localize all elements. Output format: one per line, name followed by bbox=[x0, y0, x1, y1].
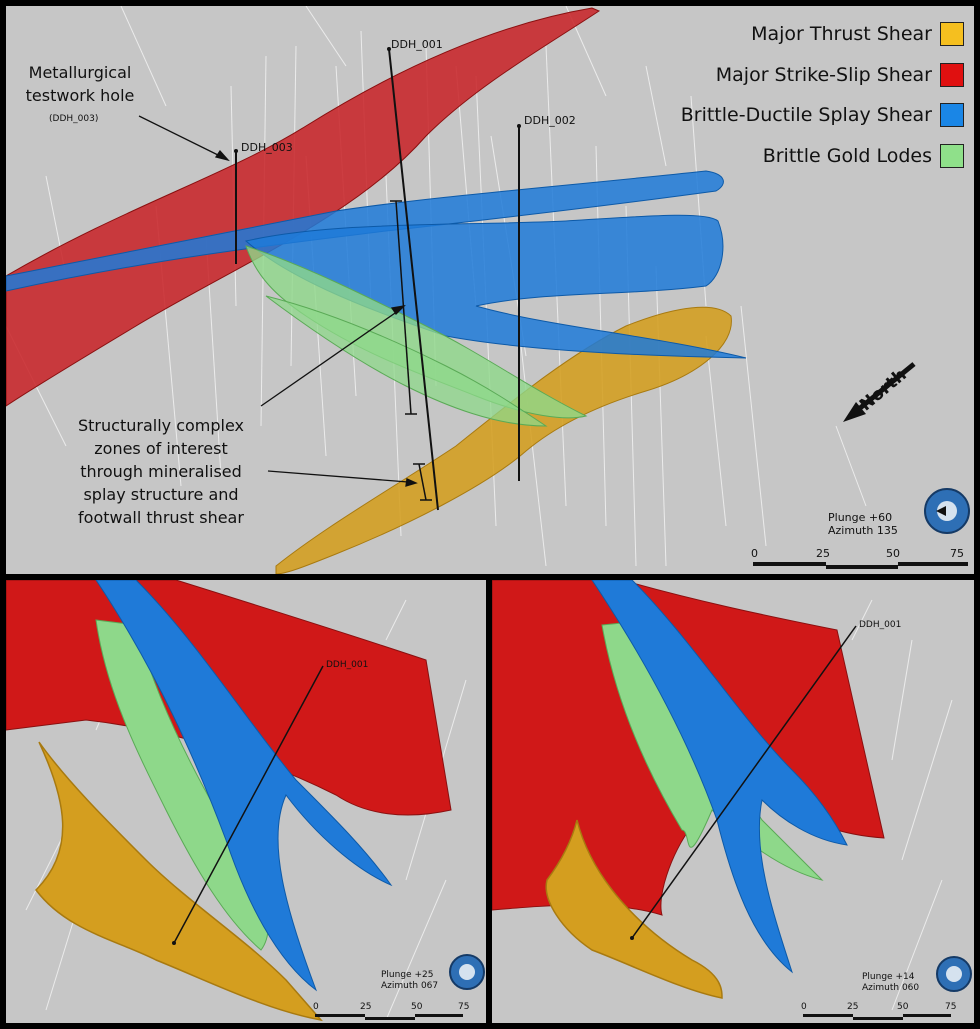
legend-item-major-strike-slip-shear: Major Strike-Slip Shear bbox=[681, 55, 964, 96]
scale-bar bbox=[803, 1014, 951, 1020]
scale-tick-50: 50 bbox=[411, 1002, 423, 1012]
scale-tick-25: 25 bbox=[360, 1002, 372, 1012]
major-thrust-shear-orange bbox=[275, 306, 732, 574]
hole-label-ddh-003: DDH_003 bbox=[241, 141, 293, 154]
bottom-left-3d-view-panel: DDH_001 Plunge +25 Azimuth 067 0 25 50 7… bbox=[6, 580, 486, 1023]
view-orientation-info: Plunge +25 Azimuth 067 bbox=[381, 970, 438, 992]
drillhole-ddh-001-trace bbox=[172, 665, 324, 945]
annotation-leader-lines bbox=[138, 115, 418, 487]
azimuth-readout: Azimuth 135 bbox=[828, 524, 898, 537]
annotation-metallurgical-sub: (DDH_003) bbox=[49, 114, 99, 124]
major-thrust-shear-orange bbox=[545, 819, 723, 999]
legend-swatch bbox=[940, 22, 964, 47]
azimuth-readout: Azimuth 060 bbox=[862, 983, 920, 993]
plunge-readout: Plunge +25 bbox=[381, 970, 434, 980]
scale-bar bbox=[315, 1014, 463, 1020]
scale-bar bbox=[753, 562, 968, 569]
view-orientation-info: Plunge +60 Azimuth 135 bbox=[828, 511, 898, 537]
legend-label: Major Strike-Slip Shear bbox=[715, 63, 932, 86]
main-3d-view-panel: Major Thrust Shear Major Strike-Slip She… bbox=[6, 6, 974, 574]
legend-label: Brittle Gold Lodes bbox=[762, 144, 932, 167]
legend-swatch bbox=[940, 103, 964, 128]
main-3d-scene bbox=[6, 6, 970, 574]
annotation-line: splay structure and bbox=[83, 485, 239, 504]
brittle-ductile-splay-shear-lower bbox=[244, 214, 747, 359]
annotation-line: through mineralised bbox=[80, 462, 242, 481]
scale-tick-50: 50 bbox=[897, 1002, 909, 1012]
brittle-gold-lodes-green-2 bbox=[265, 295, 548, 427]
hole-label-ddh-001: DDH_001 bbox=[326, 660, 369, 670]
legend-label: Major Thrust Shear bbox=[751, 23, 932, 46]
view-orientation-globe bbox=[449, 954, 485, 990]
scale-tick-0: 0 bbox=[313, 1002, 319, 1012]
scale-tick-50: 50 bbox=[886, 547, 900, 560]
brittle-ductile-splay-shear-blue bbox=[95, 580, 393, 992]
scale-tick-75: 75 bbox=[458, 1002, 470, 1012]
scale-tick-0: 0 bbox=[801, 1002, 807, 1012]
scale-tick-25: 25 bbox=[816, 547, 830, 560]
azimuth-readout: Azimuth 067 bbox=[381, 981, 439, 991]
annotation-structural-zones: Structurally complex zones of interest t… bbox=[61, 414, 261, 529]
hole-label-ddh-001: DDH_001 bbox=[391, 38, 443, 51]
legend-swatch bbox=[940, 143, 964, 168]
major-thrust-shear-orange bbox=[35, 741, 323, 1022]
legend-item-brittle-ductile-splay-shear: Brittle-Ductile Splay Shear bbox=[681, 95, 964, 136]
plunge-readout: Plunge +60 bbox=[828, 511, 893, 524]
bottom-right-3d-view-panel: DDH_001 Plunge +14 Azimuth 060 0 25 50 7… bbox=[492, 580, 974, 1023]
annotation-metallurgical-hole: Metallurgical testwork hole bbox=[25, 63, 135, 105]
scale-tick-75: 75 bbox=[945, 1002, 957, 1012]
scale-tick-0: 0 bbox=[751, 547, 758, 560]
north-arrow bbox=[843, 362, 916, 422]
legend-item-brittle-gold-lodes: Brittle Gold Lodes bbox=[681, 136, 964, 177]
brittle-gold-lodes-green bbox=[95, 619, 269, 951]
major-strike-slip-shear-red bbox=[6, 7, 601, 407]
drillhole-ddh-001-trace bbox=[387, 47, 439, 511]
view-orientation-globe bbox=[924, 488, 970, 534]
scale-tick-75: 75 bbox=[950, 547, 964, 560]
annotation-line: Structurally complex bbox=[78, 416, 244, 435]
bottom-left-3d-scene bbox=[6, 580, 485, 1022]
view-orientation-info: Plunge +14 Azimuth 060 bbox=[862, 972, 919, 994]
annotation-line: footwall thrust shear bbox=[78, 508, 244, 527]
legend-label: Brittle-Ductile Splay Shear bbox=[680, 104, 932, 127]
legend-swatch bbox=[940, 62, 964, 87]
drillhole-ddh-001-trace bbox=[630, 625, 857, 940]
scale-tick-25: 25 bbox=[847, 1002, 859, 1012]
annotation-line: zones of interest bbox=[94, 439, 228, 458]
bottom-right-3d-scene bbox=[492, 580, 972, 1020]
view-orientation-globe bbox=[936, 956, 972, 992]
drillhole-ddh-003-trace bbox=[234, 149, 238, 264]
plunge-readout: Plunge +14 bbox=[862, 972, 915, 982]
drillhole-ddh-002-trace bbox=[517, 124, 521, 481]
hole-label-ddh-002: DDH_002 bbox=[524, 114, 576, 127]
zone-of-interest-brackets bbox=[390, 200, 432, 501]
hole-label-ddh-001: DDH_001 bbox=[859, 620, 902, 630]
legend: Major Thrust Shear Major Strike-Slip She… bbox=[681, 14, 964, 176]
legend-item-major-thrust-shear: Major Thrust Shear bbox=[681, 14, 964, 55]
